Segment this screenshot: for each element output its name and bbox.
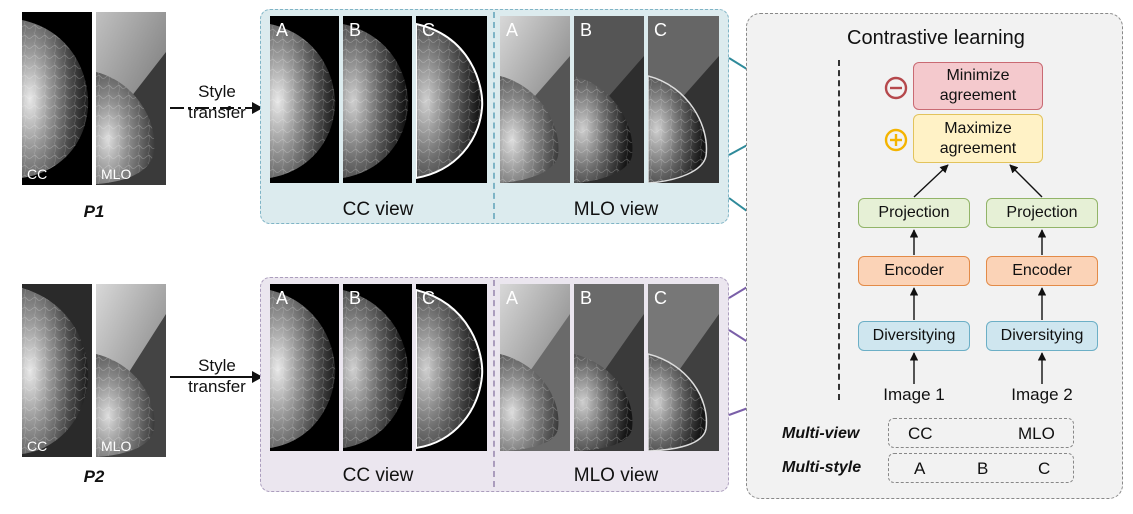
style-letter-b: B — [580, 288, 593, 308]
p2-view-divider — [493, 280, 495, 487]
multi-style-pill — [888, 453, 1074, 483]
contrastive-learning-title: Contrastive learning — [847, 27, 1025, 49]
p1-label: P1 — [83, 202, 105, 221]
style-letter-b: B — [349, 288, 362, 308]
multi-style-b: B — [977, 459, 989, 478]
p1-cc-style-c: C — [416, 16, 487, 183]
multi-view-label: Multi-view — [782, 425, 860, 442]
p1-mlo-style-c: C — [648, 16, 719, 183]
p2-cc-image: CC — [22, 284, 92, 457]
p2-style-transfer-label: Style transfer — [188, 356, 246, 396]
panel-separator — [838, 60, 840, 400]
p2-style-transfer-arrow — [170, 371, 263, 383]
p1-mlo-tag: MLO — [101, 166, 132, 182]
p1-cc-style-a: A — [270, 16, 339, 183]
p1-style-transfer-arrow — [170, 102, 263, 114]
p1-cc-tag: CC — [27, 166, 48, 182]
style-letter-a: A — [276, 288, 289, 308]
style-letter-a: A — [276, 20, 289, 40]
p1-mlo-image: MLO — [96, 12, 166, 185]
multi-view-mlo: MLO — [1018, 424, 1055, 443]
style-letter-b: B — [349, 20, 362, 40]
diversifying-box-left: Diversitying — [858, 321, 970, 351]
pipeline-arrows — [909, 164, 1047, 384]
style-letter-a: A — [506, 20, 519, 40]
multi-view-pill — [888, 418, 1074, 448]
style-letter-c: C — [422, 20, 435, 40]
p1-cc-style-b: B — [343, 16, 412, 183]
multi-style-label: Multi-style — [782, 459, 862, 476]
style-letter-c: C — [654, 20, 667, 40]
p1-cc-image: CC — [22, 12, 92, 185]
p1-mlo-style-a: A — [500, 16, 570, 183]
style-letter-b: B — [580, 20, 593, 40]
multi-style-c: C — [1038, 459, 1051, 478]
image-2-label: Image 2 — [1011, 385, 1073, 404]
p1-view-divider — [493, 12, 495, 219]
p2-cc-style-c: C — [416, 284, 487, 451]
projection-box-right: Projection — [986, 198, 1098, 228]
image-1-label: Image 1 — [883, 385, 945, 404]
p2-cc-style-a: A — [270, 284, 339, 451]
p2-mlo-tag: MLO — [101, 438, 132, 454]
p2-mlo-view-label: MLO view — [573, 465, 659, 486]
p2-mlo-style-a: A — [500, 284, 570, 451]
style-letter-c: C — [422, 288, 435, 308]
p2-mlo-style-b: B — [574, 284, 644, 451]
p1-mlo-style-b: B — [574, 16, 644, 183]
style-letter-c: C — [654, 288, 667, 308]
diversifying-box-right: Diversitying — [986, 321, 1098, 351]
p1-mlo-view-label: MLO view — [573, 199, 659, 220]
multi-style-a: A — [914, 459, 926, 478]
projection-box-left: Projection — [858, 198, 970, 228]
p2-cc-style-b: B — [343, 284, 412, 451]
p2-cc-tag: CC — [27, 438, 48, 454]
style-letter-a: A — [506, 288, 519, 308]
negative-pair-icon — [884, 76, 908, 100]
multi-view-cc: CC — [908, 424, 933, 443]
encoder-box-right: Encoder — [986, 256, 1098, 286]
p2-label: P2 — [83, 467, 105, 486]
p2-cc-view-label: CC view — [342, 465, 414, 486]
positive-pair-icon — [884, 128, 908, 152]
encoder-box-left: Encoder — [858, 256, 970, 286]
p1-cc-view-label: CC view — [342, 199, 414, 220]
p2-mlo-style-c: C — [648, 284, 719, 451]
p2-mlo-image: MLO — [96, 284, 166, 457]
